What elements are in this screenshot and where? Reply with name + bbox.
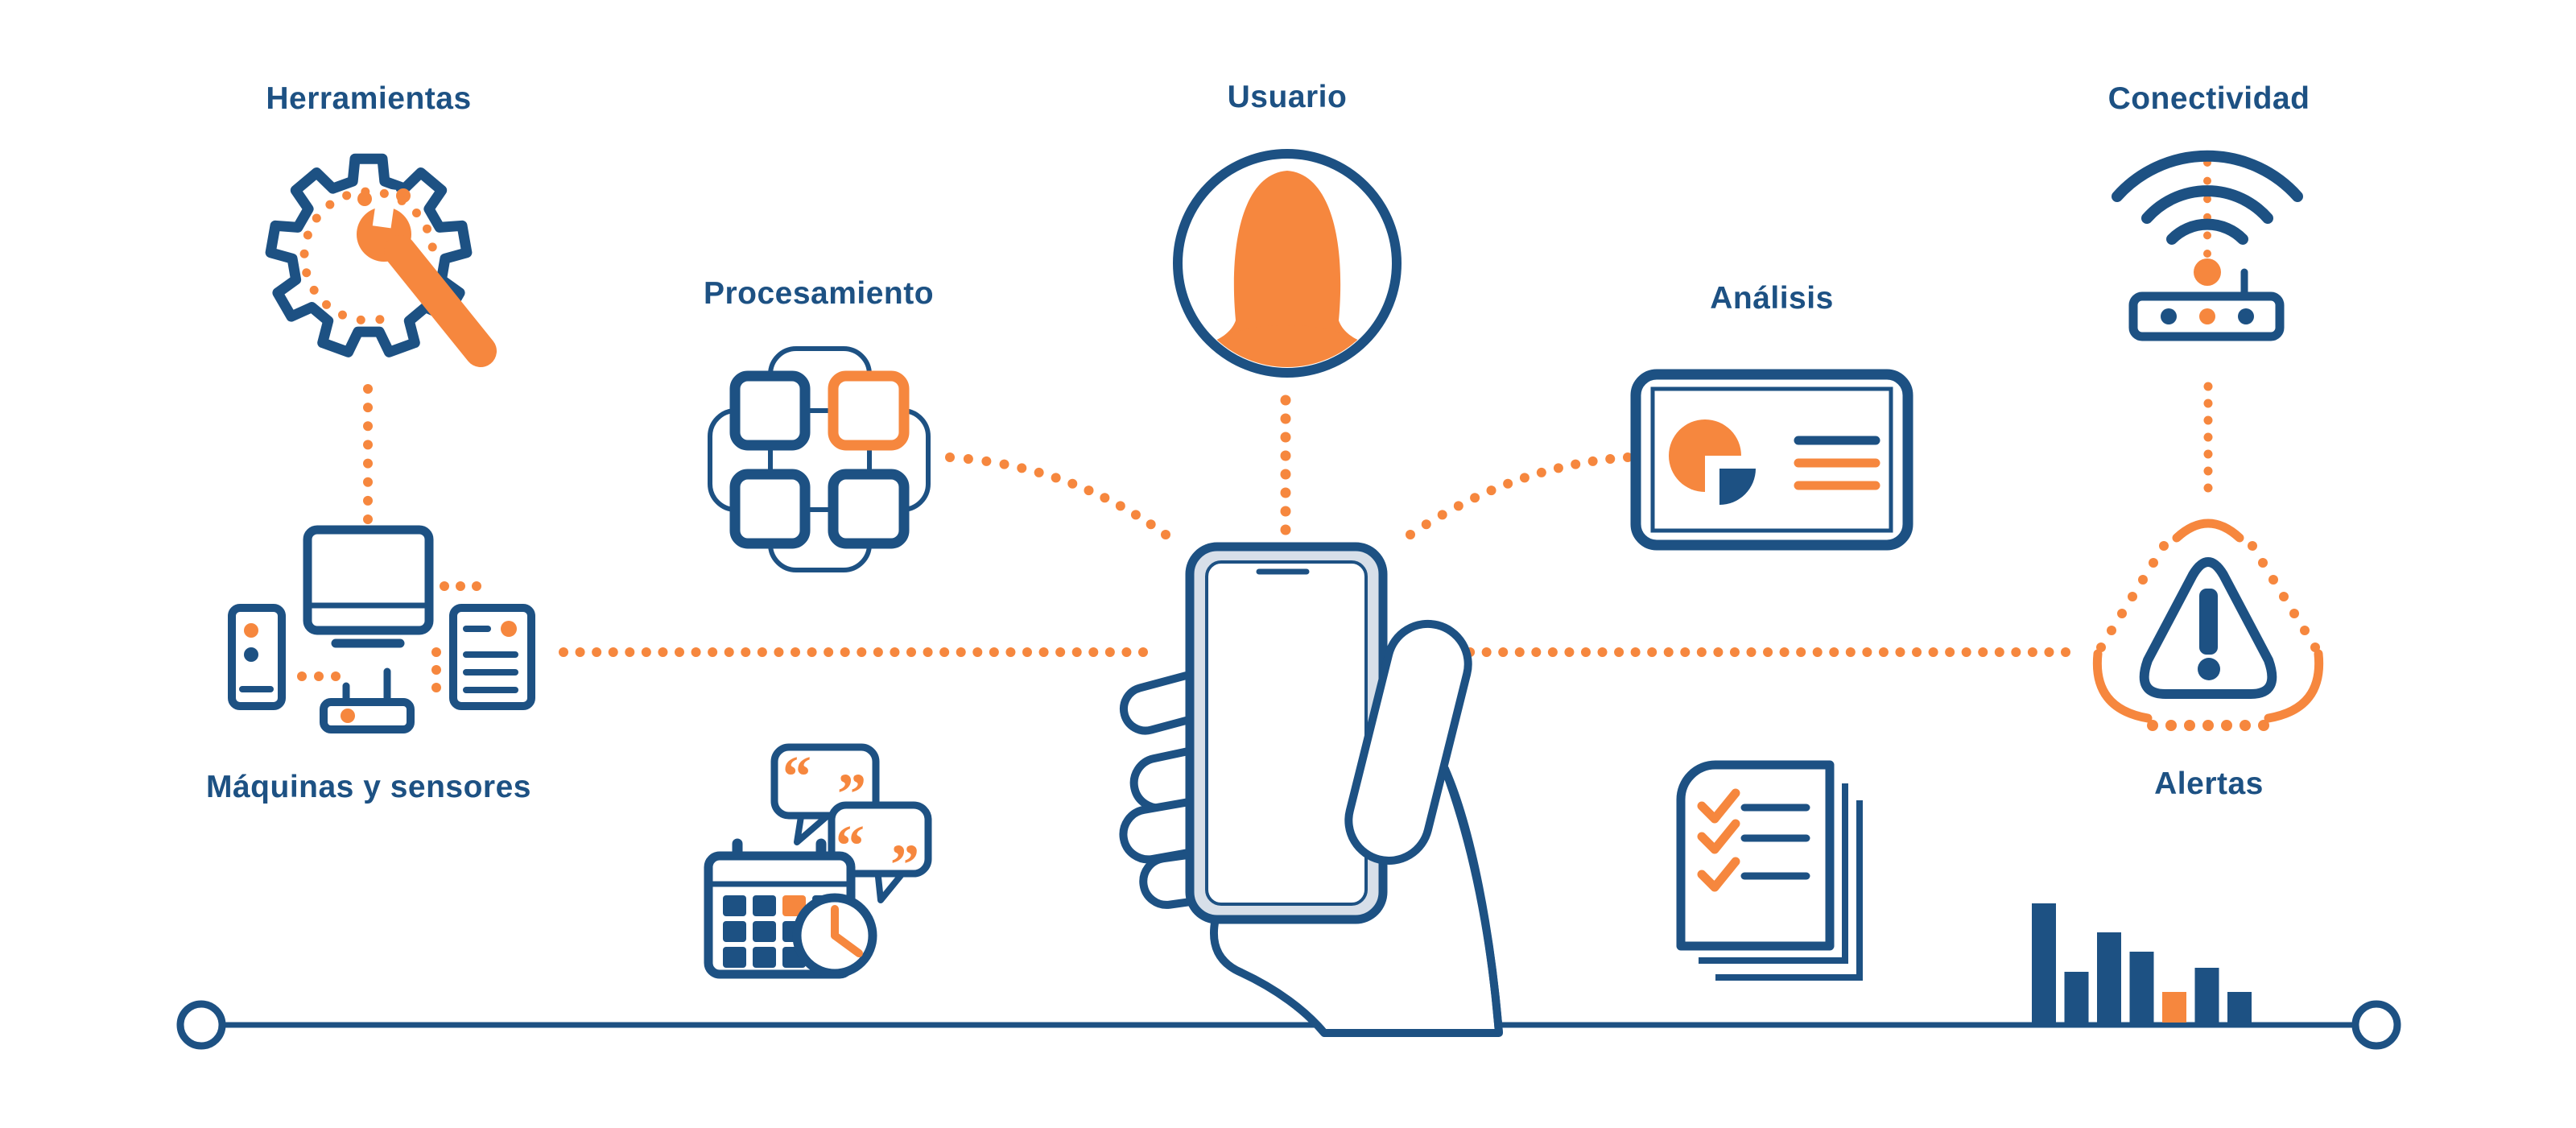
usuario-label: Usuario <box>1228 80 1348 114</box>
procesamiento-label: Procesamiento <box>704 276 934 311</box>
desktop-computer-icon <box>303 525 434 648</box>
wifi-icon <box>2112 150 2303 286</box>
modem-icon <box>2128 268 2285 341</box>
gear-wrench-icon <box>265 153 497 367</box>
bar-chart-icon <box>2032 903 2252 1023</box>
bar <box>2064 972 2089 1023</box>
connectivity-section: Conectividad <box>2108 81 2310 341</box>
clock-icon <box>792 893 877 978</box>
checkmarks <box>1697 788 1740 892</box>
exclamation-bar <box>2199 589 2218 655</box>
bar <box>2032 903 2056 1023</box>
thumb <box>1344 619 1472 865</box>
avatar <box>1183 171 1391 367</box>
bar <box>2097 932 2121 1023</box>
chat-bubble-1: “ ” <box>770 743 880 845</box>
router-icon <box>320 667 415 733</box>
alertas-label: Alertas <box>2154 766 2264 801</box>
tools-section: Herramientas <box>265 81 497 367</box>
machines-section: Máquinas y sensores <box>206 525 535 804</box>
phone-screen <box>1205 560 1368 906</box>
process-nodes-icon <box>708 346 931 572</box>
user-section: Usuario <box>1173 80 1402 378</box>
exclamation-dot <box>2198 658 2220 680</box>
pie-chart-icon <box>1669 419 1756 505</box>
server-tower-icon <box>228 604 286 710</box>
chat-bubble-2: “ ” <box>828 801 932 903</box>
conectividad-label: Conectividad <box>2108 81 2310 116</box>
hand-with-phone <box>1119 542 1503 1037</box>
bar <box>2227 992 2252 1023</box>
analysis-section: Análisis <box>1630 281 1913 551</box>
quote-close-icon: ” <box>890 833 919 897</box>
forearm-line <box>1441 767 1503 1034</box>
dashboard-icon <box>1630 369 1913 551</box>
timeline-end-circle <box>2351 1000 2401 1050</box>
gear-dotted-ring <box>299 187 437 324</box>
schedule-section: “ ” “ ” <box>704 743 932 979</box>
quote-open-icon: “ <box>782 744 811 808</box>
bar <box>2194 968 2219 1023</box>
timeline-start-circle <box>176 1000 226 1050</box>
alerts-section: Alertas <box>2092 519 2324 801</box>
bar <box>2162 992 2186 1023</box>
maquinas-label: Máquinas y sensores <box>206 770 531 804</box>
processing-section: Procesamiento <box>704 276 934 572</box>
sensor-panel-icon <box>449 604 535 710</box>
timeline <box>176 1000 2401 1050</box>
smartphone-icon[interactable] <box>1185 542 1388 924</box>
warning-triangle-icon <box>2092 519 2324 723</box>
bar <box>2129 952 2154 1023</box>
user-avatar-icon <box>1173 149 1402 378</box>
wrench-icon <box>357 187 497 367</box>
analisis-label: Análisis <box>1710 281 1834 316</box>
herramientas-label: Herramientas <box>266 81 471 116</box>
checklist-icon <box>1676 760 1863 981</box>
